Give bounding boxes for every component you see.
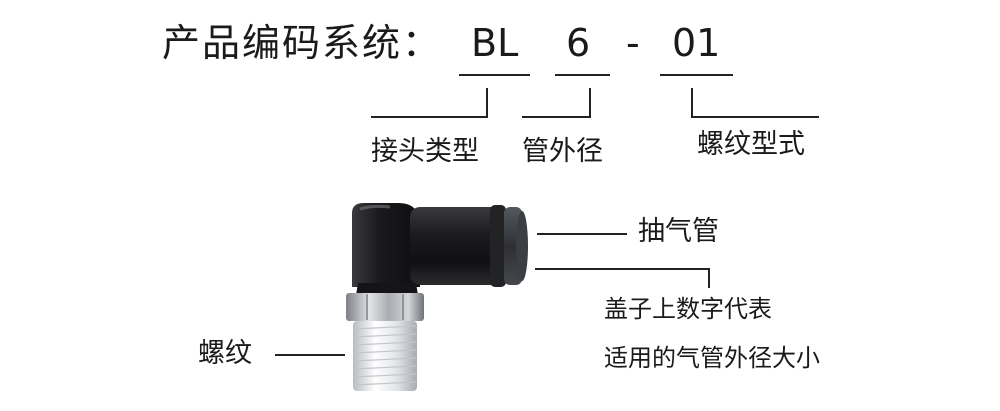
bracket-type-vertical [486,88,488,118]
label-connector-type: 接头类型 [371,136,479,167]
bracket-thread-horizontal [691,116,819,118]
callout-cap-drop [708,268,710,288]
code-system-label: 产品编码系统： [162,21,443,65]
callout-thread: 螺纹 [198,338,252,369]
callout-cap-line1: 盖子上数字代表 [604,295,772,323]
code-part-dash: - [626,21,640,65]
callout-cap-line [535,268,710,270]
callout-cap-line2: 适用的气管外径大小 [604,344,820,372]
elbow-fitting-icon [346,203,528,391]
underline-size [555,74,610,76]
label-thread-type: 螺纹型式 [697,129,805,160]
underline-thread [660,74,733,76]
callout-tube-line [537,233,627,235]
underline-type [459,74,530,76]
bracket-size-horizontal [522,116,591,118]
code-part-size: 6 [566,21,591,65]
callout-tube: 抽气管 [638,216,719,247]
callout-thread-line [275,354,345,356]
label-tube-od: 管外径 [522,136,603,167]
bracket-type-horizontal [371,116,488,118]
bracket-size-vertical [589,88,591,118]
bracket-thread-vertical [691,88,693,118]
code-part-thread: 01 [672,21,721,65]
code-part-type: BL [471,21,519,65]
